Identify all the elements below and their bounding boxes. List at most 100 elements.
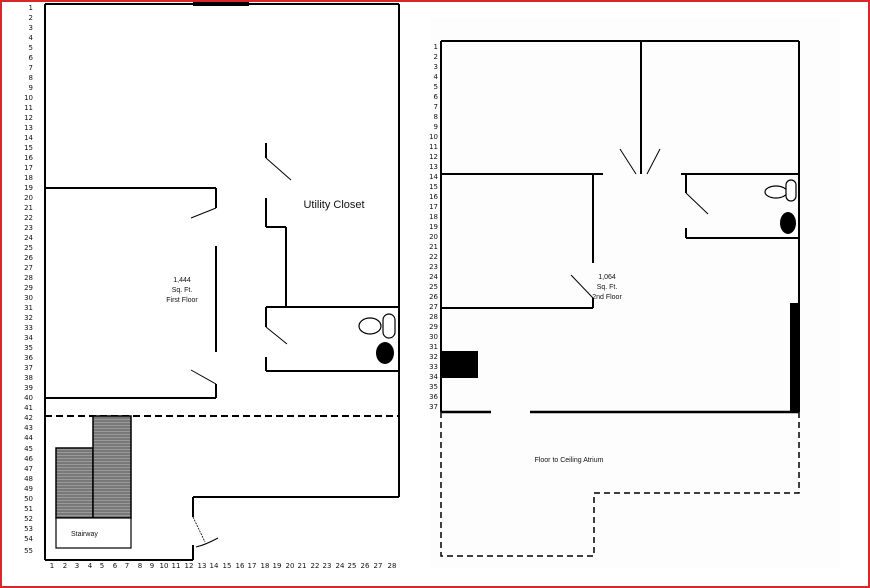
svg-text:6: 6: [434, 93, 439, 101]
svg-text:55: 55: [24, 547, 33, 555]
svg-text:14: 14: [24, 134, 33, 142]
svg-text:8: 8: [434, 113, 438, 121]
svg-text:7: 7: [29, 64, 33, 72]
svg-text:24: 24: [429, 273, 438, 281]
svg-text:24: 24: [24, 234, 33, 242]
svg-text:34: 34: [429, 373, 438, 381]
svg-text:12: 12: [429, 153, 438, 161]
svg-text:42: 42: [24, 414, 33, 422]
svg-text:41: 41: [24, 404, 33, 412]
svg-text:31: 31: [429, 343, 438, 351]
svg-text:8: 8: [29, 74, 33, 82]
svg-text:2: 2: [29, 14, 33, 22]
toilet-icon: [764, 179, 797, 202]
svg-text:17: 17: [429, 203, 438, 211]
svg-text:21: 21: [429, 243, 438, 251]
svg-text:22: 22: [311, 562, 320, 570]
svg-text:35: 35: [24, 344, 33, 352]
svg-text:11: 11: [24, 104, 33, 112]
svg-text:52: 52: [24, 515, 33, 523]
svg-text:3: 3: [29, 24, 33, 32]
svg-text:1: 1: [50, 562, 54, 570]
toilet-icon: [358, 313, 396, 339]
second-floor-panel: [430, 18, 840, 568]
svg-text:5: 5: [100, 562, 104, 570]
svg-text:20: 20: [286, 562, 295, 570]
svg-text:16: 16: [24, 154, 33, 162]
svg-text:6: 6: [113, 562, 118, 570]
svg-text:18: 18: [261, 562, 270, 570]
stairway-label: Stairway: [71, 531, 98, 538]
svg-text:29: 29: [24, 284, 33, 292]
svg-text:9: 9: [29, 84, 33, 92]
svg-text:15: 15: [429, 183, 438, 191]
svg-text:14: 14: [429, 173, 438, 181]
svg-text:27: 27: [374, 562, 383, 570]
atrium-label: Floor to Ceiling Atrium: [535, 457, 604, 464]
svg-text:30: 30: [429, 333, 438, 341]
svg-text:22: 22: [24, 214, 33, 222]
svg-text:9: 9: [434, 123, 438, 131]
svg-text:12: 12: [185, 562, 194, 570]
stair-lower: [55, 447, 94, 519]
svg-text:36: 36: [429, 393, 438, 401]
svg-text:25: 25: [24, 244, 33, 252]
svg-text:5: 5: [29, 44, 33, 52]
top-dark-bar: [193, 2, 249, 6]
svg-text:35: 35: [429, 383, 438, 391]
dark-block-left: [441, 351, 478, 378]
svg-text:26: 26: [429, 293, 438, 301]
svg-text:32: 32: [429, 353, 438, 361]
svg-text:27: 27: [24, 264, 33, 272]
svg-text:17: 17: [24, 164, 33, 172]
svg-text:34: 34: [24, 334, 33, 342]
svg-text:14: 14: [210, 562, 219, 570]
second-floor-plan: [440, 40, 800, 557]
svg-text:11: 11: [429, 143, 438, 151]
svg-text:13: 13: [198, 562, 207, 570]
svg-text:21: 21: [298, 562, 307, 570]
svg-text:4: 4: [29, 34, 34, 42]
svg-text:54: 54: [24, 535, 33, 543]
svg-text:9: 9: [150, 562, 154, 570]
svg-text:33: 33: [24, 324, 33, 332]
svg-text:47: 47: [24, 465, 33, 473]
svg-text:13: 13: [24, 124, 33, 132]
svg-text:25: 25: [348, 562, 357, 570]
svg-text:21: 21: [24, 204, 33, 212]
svg-text:24: 24: [336, 562, 345, 570]
svg-text:23: 23: [323, 562, 332, 570]
svg-text:22: 22: [429, 253, 438, 261]
first-floor-area-unit: Sq. Ft.: [172, 287, 193, 294]
svg-text:44: 44: [24, 434, 33, 442]
svg-text:10: 10: [24, 94, 33, 102]
svg-text:30: 30: [24, 294, 33, 302]
svg-text:32: 32: [24, 314, 33, 322]
svg-text:16: 16: [236, 562, 245, 570]
svg-text:39: 39: [24, 384, 33, 392]
svg-text:28: 28: [388, 562, 397, 570]
svg-text:10: 10: [429, 133, 438, 141]
svg-text:18: 18: [429, 213, 438, 221]
sink-icon: [376, 342, 394, 364]
svg-text:45: 45: [24, 445, 33, 453]
svg-text:17: 17: [248, 562, 257, 570]
svg-text:36: 36: [24, 354, 33, 362]
svg-text:28: 28: [24, 274, 33, 282]
svg-text:48: 48: [24, 475, 33, 483]
svg-text:46: 46: [24, 455, 33, 463]
svg-text:1: 1: [29, 4, 33, 12]
svg-text:37: 37: [429, 403, 438, 411]
svg-text:1: 1: [434, 43, 438, 51]
first-floor-area-floor: First Floor: [166, 297, 198, 304]
first-floor-column-numbers: 1 2 3 4 5 6 7 8 9 10 11 12 13 14 15 16 1…: [50, 562, 397, 570]
first-floor-area-value: 1,444: [173, 277, 191, 284]
svg-text:26: 26: [24, 254, 33, 262]
svg-text:15: 15: [24, 144, 33, 152]
utility-closet-label: Utility Closet: [303, 199, 364, 211]
svg-text:20: 20: [429, 233, 438, 241]
svg-text:43: 43: [24, 424, 33, 432]
svg-text:2: 2: [63, 562, 67, 570]
